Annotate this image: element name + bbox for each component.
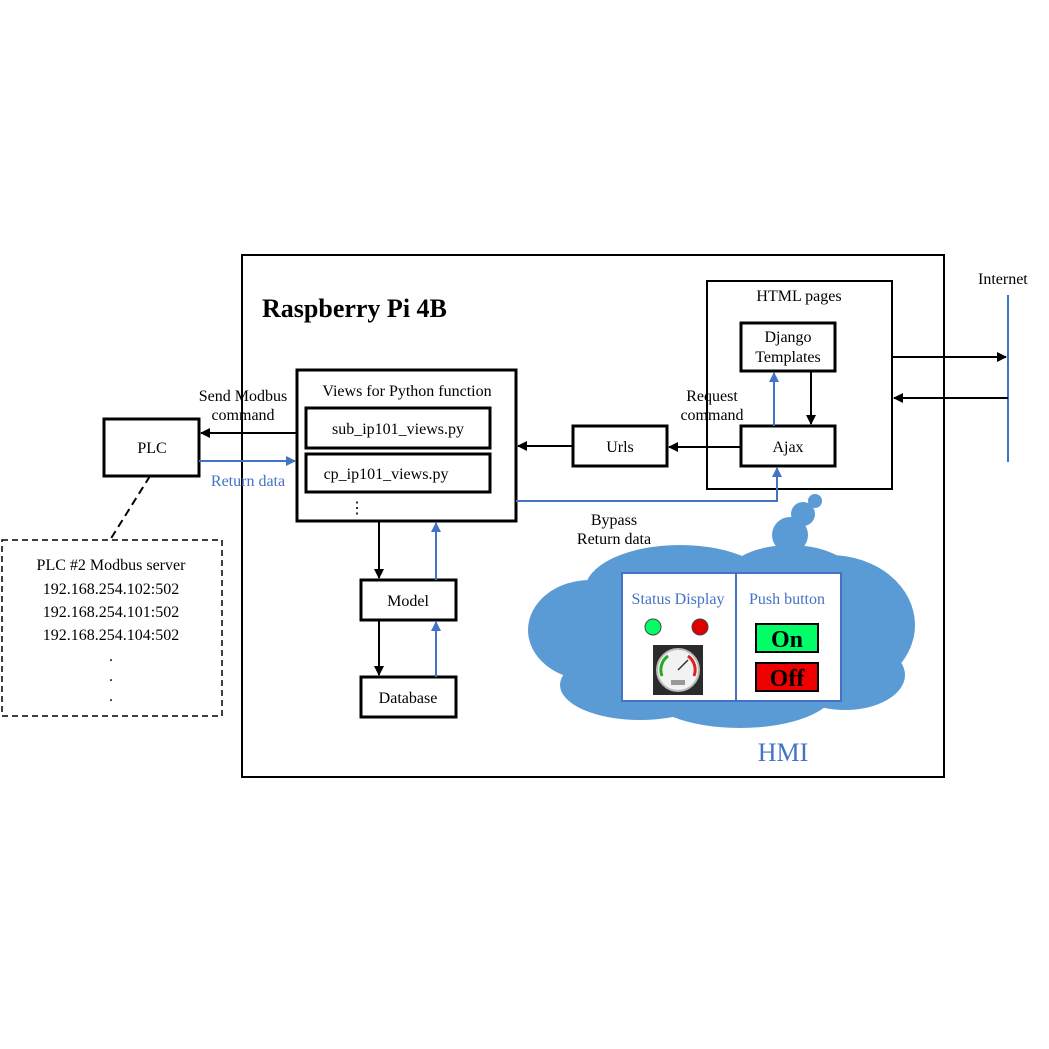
- ajax-box: [739, 424, 837, 468]
- raspberry-pi-title: Raspberry Pi 4B: [262, 294, 447, 323]
- urls-box: [571, 424, 669, 468]
- internet-label: Internet: [978, 271, 1028, 288]
- on-button-label: On: [771, 627, 803, 653]
- urls-label: Urls: [606, 439, 634, 456]
- on-button[interactable]: [755, 623, 819, 653]
- plc-box: [102, 417, 201, 478]
- off-button[interactable]: [755, 662, 819, 692]
- red-status-lamp: [691, 618, 709, 636]
- plc-server-dot-2: .: [109, 668, 113, 685]
- off-button-label: Off: [770, 666, 806, 692]
- raspberry-pi-container: [241, 254, 945, 778]
- plc-label: PLC: [137, 440, 166, 457]
- plc-server-dot-1: .: [109, 648, 113, 665]
- model-box: [359, 578, 458, 622]
- views-file2-box: [304, 452, 492, 494]
- django-templates-box: [739, 321, 837, 373]
- bypass-label-line2: Return data: [577, 531, 651, 548]
- request-command-line1: Request: [686, 388, 738, 405]
- database-label: Database: [379, 690, 438, 707]
- green-status-lamp: [644, 618, 662, 636]
- plc-server-ip-3: 192.168.254.104:502: [43, 627, 179, 644]
- views-title: Views for Python function: [322, 383, 491, 400]
- plc-server-dot-3: .: [109, 688, 113, 705]
- status-display-label: Status Display: [632, 591, 725, 608]
- ajax-label: Ajax: [772, 439, 803, 456]
- bypass-return-path: [516, 467, 782, 502]
- django-label-line2: Templates: [755, 349, 821, 366]
- gauge-icon: [653, 645, 703, 695]
- bypass-label-line1: Bypass: [591, 512, 637, 529]
- plc-server-ip-1: 192.168.254.102:502: [43, 581, 179, 598]
- views-file2-label: cp_ip101_views.py: [324, 466, 449, 483]
- plc-server-box: [1, 539, 223, 717]
- plc-server-ip-2: 192.168.254.101:502: [43, 604, 179, 621]
- request-command-line2: command: [680, 407, 743, 424]
- database-box: [359, 675, 458, 719]
- views-file1-box: [304, 406, 492, 450]
- plc-server-title: PLC #2 Modbus server: [37, 557, 187, 574]
- push-button-label: Push button: [749, 591, 825, 608]
- plc-server-link: [109, 475, 151, 541]
- send-modbus-line2: command: [211, 407, 274, 424]
- model-label: Model: [387, 593, 429, 610]
- views-ellipsis: ⋮: [349, 500, 365, 517]
- html-pages-title: HTML pages: [756, 288, 841, 305]
- views-file1-label: sub_ip101_views.py: [332, 421, 464, 438]
- hmi-label: HMI: [758, 738, 809, 767]
- return-data-label: Return data: [211, 473, 285, 490]
- send-modbus-line1: Send Modbus: [199, 388, 287, 405]
- django-label-line1: Django: [764, 329, 811, 346]
